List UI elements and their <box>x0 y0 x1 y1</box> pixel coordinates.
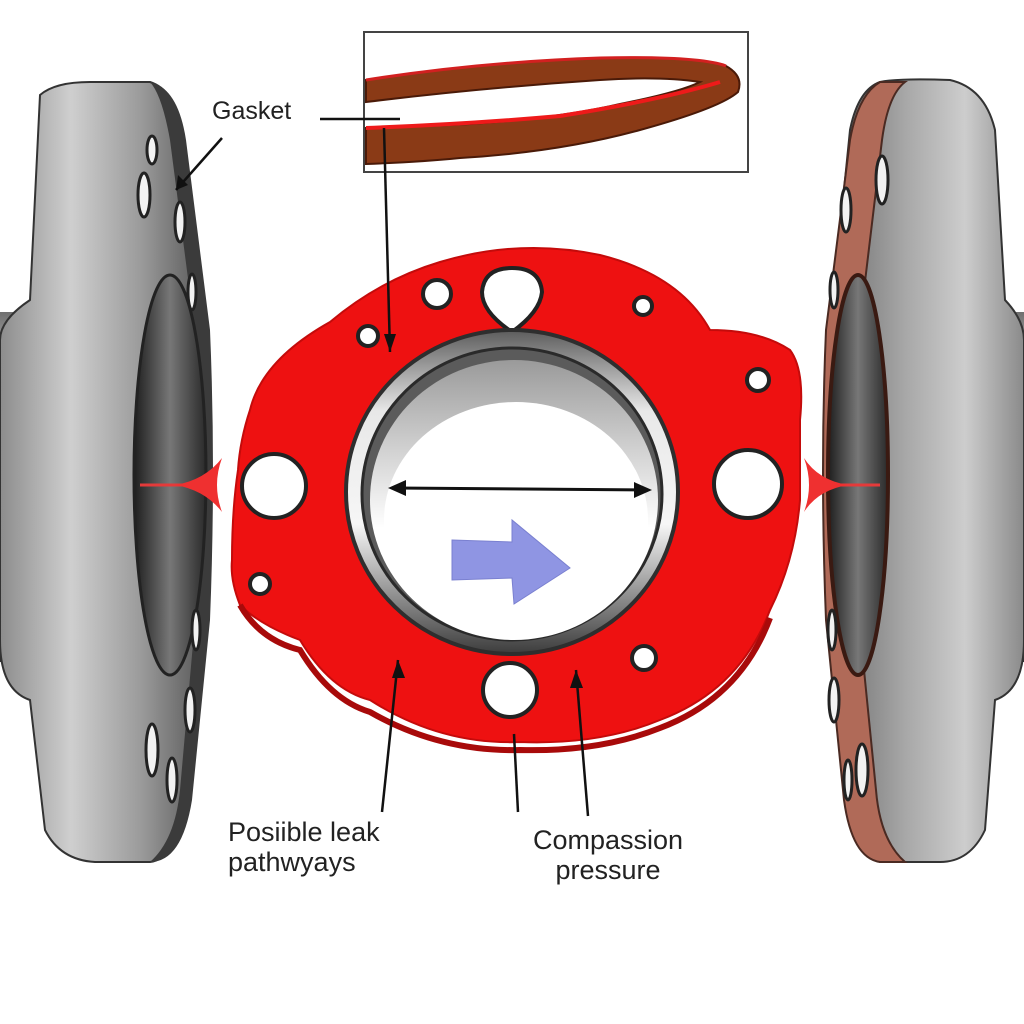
leak-label-line-1: Posiible leak <box>228 817 380 847</box>
gasket <box>230 246 803 754</box>
right-bolt-holes <box>826 154 890 802</box>
gasket-bore-opening <box>384 402 648 638</box>
gasket-label: Gasket <box>212 97 292 125</box>
inset-gasket-top-edge <box>365 56 727 82</box>
compression-label-leader-2 <box>574 669 590 817</box>
right-leak-marker <box>804 458 880 512</box>
left-flange-face <box>150 82 213 862</box>
leak-pathways-label: Posiible leak pathwyays <box>228 817 428 877</box>
compression-label-line-2: pressure <box>555 854 661 885</box>
gasket-edge-shadow <box>237 603 773 754</box>
leak-label-line-2: pathwyays <box>228 846 356 877</box>
inset-to-gasket-leader <box>382 127 392 353</box>
leak-label-leader <box>380 659 400 813</box>
compression-pressure-label: Compassion pressure <box>508 825 708 885</box>
right-flange-bore <box>826 273 890 677</box>
left-leak-marker <box>140 458 222 512</box>
compression-label-leader-1 <box>512 733 520 813</box>
left-bolt-holes <box>136 134 202 804</box>
left-flange <box>0 81 213 863</box>
double-headed-arrow-icon <box>388 480 652 498</box>
leader-lines <box>175 117 590 817</box>
inset-gasket-red-edge <box>365 80 721 130</box>
leader-arrowheads <box>176 175 583 688</box>
gasket-detail-inset <box>363 31 749 173</box>
compression-label-line-1: Compassion <box>532 825 684 855</box>
flow-direction-arrow-icon <box>451 518 571 605</box>
right-flange <box>822 78 1024 863</box>
